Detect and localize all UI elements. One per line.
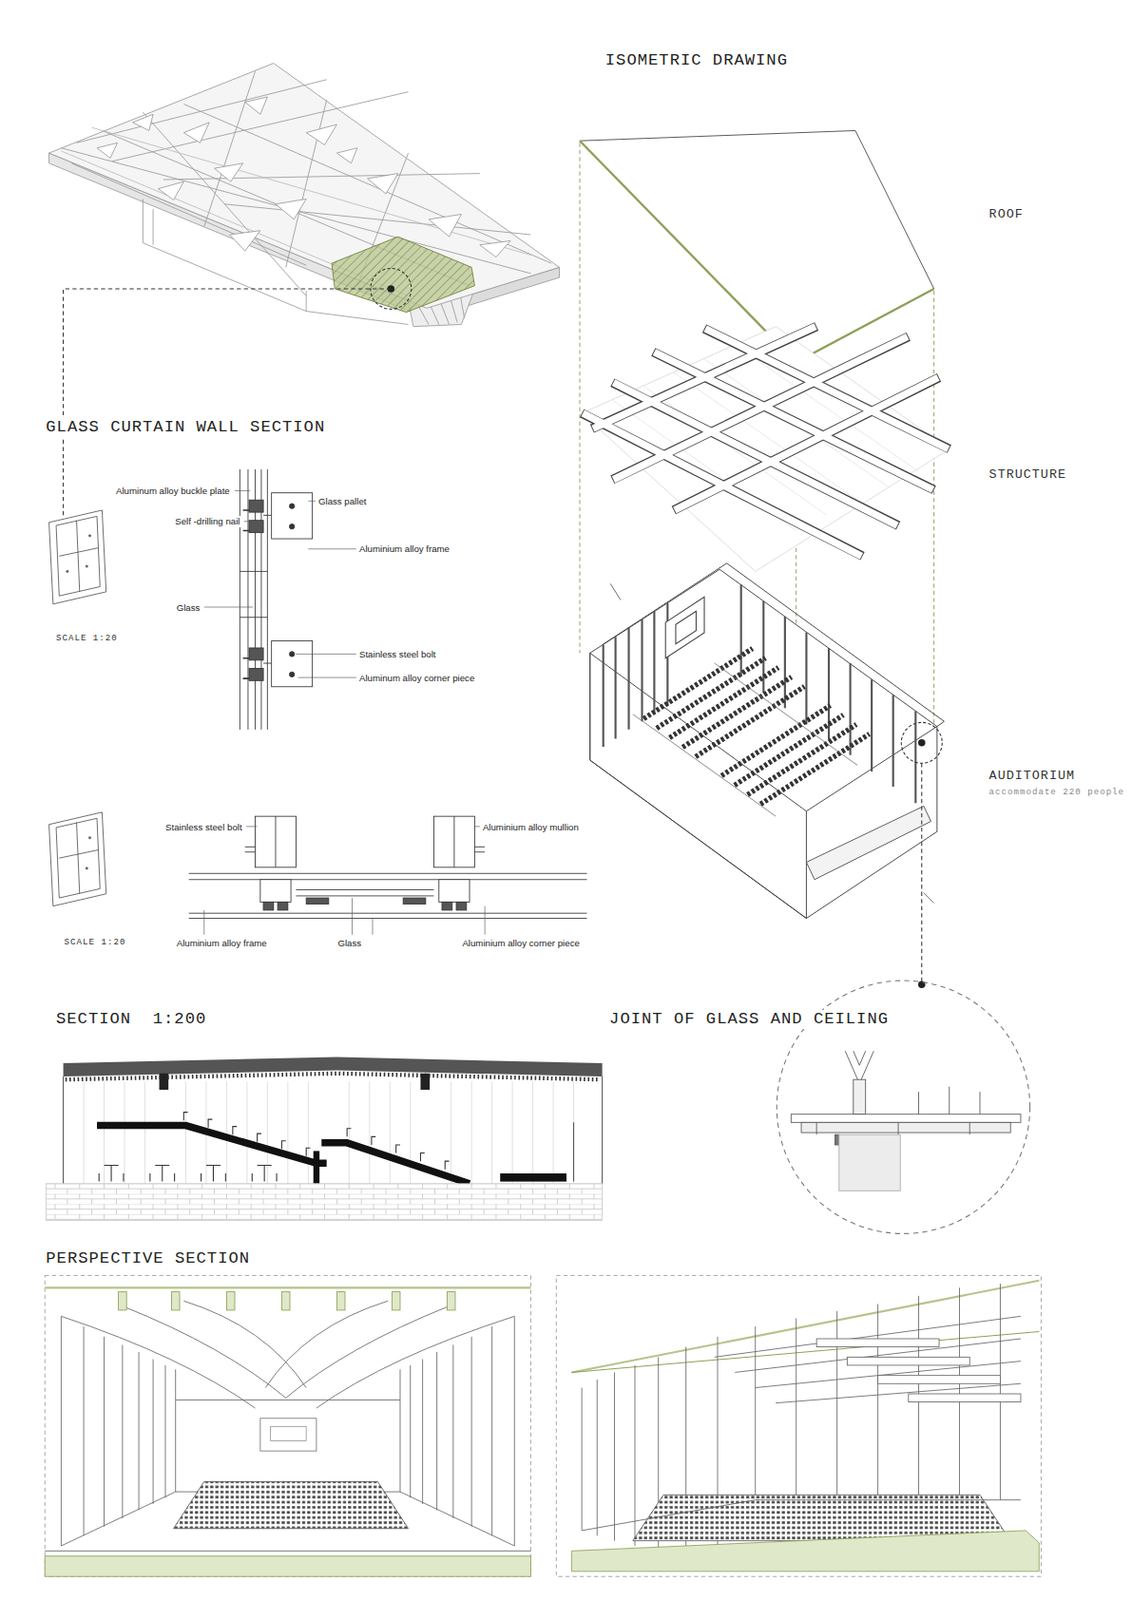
layer-name: AUDITORIUM (988, 768, 1076, 784)
curtain-wall-horizontal-section (189, 816, 588, 936)
exploded-isometric (579, 130, 950, 919)
part-label: Self -drilling nail (173, 516, 241, 527)
detail-callout (63, 268, 412, 516)
section-heading: JOINT OF GLASS AND CEILING (608, 1010, 890, 1030)
joint-callout (776, 722, 1030, 1234)
section-heading: PERSPECTIVE SECTION (44, 1249, 251, 1269)
capacity-note: accommodate 220 people (988, 787, 1126, 798)
curtain-wall-vertical-section (204, 469, 357, 730)
section-heading: SECTION 1:200 (55, 1010, 208, 1030)
part-label: Aluminum alloy buckle plate (115, 485, 231, 497)
part-label: Aluminium alloy corner piece (460, 938, 580, 949)
sheet-heading: ISOMETRIC DRAWING (604, 51, 789, 71)
perspective-section-left (44, 1275, 531, 1577)
part-label: Aluminium alloy frame (358, 543, 451, 555)
layer-name: STRUCTURE (988, 467, 1068, 482)
building-section (45, 1057, 602, 1222)
part-label: Aluminium alloy mullion (481, 822, 580, 833)
part-label: Glass (336, 938, 363, 949)
part-label: Aluminium alloy frame (175, 938, 269, 949)
building-axonometric (49, 63, 560, 327)
part-label: Stainless steel bolt (358, 649, 438, 660)
scale-note: SCALE 1:20 (55, 633, 119, 644)
perspective-section-right (556, 1275, 1041, 1577)
part-label: Aluminum alloy corner piece (358, 672, 476, 684)
panel-icon (49, 510, 107, 907)
layer-name: ROOF (988, 207, 1025, 222)
scale-note: SCALE 1:20 (63, 938, 128, 948)
part-label: Glass (175, 602, 202, 614)
section-heading: GLASS CURTAIN WALL SECTION (44, 418, 327, 438)
part-label: Stainless steel bolt (164, 822, 244, 833)
part-label: Glass pallet (317, 496, 367, 507)
